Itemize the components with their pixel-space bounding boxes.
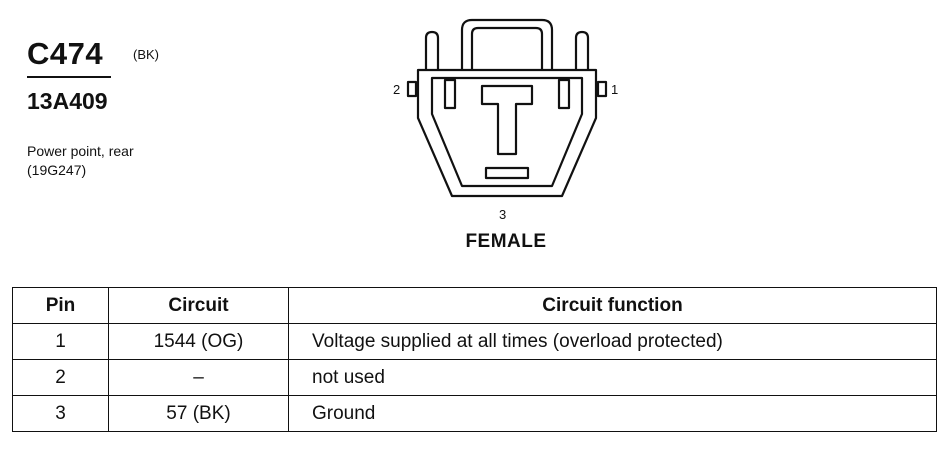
pin-cell: 3 [12,395,109,432]
pin-2-stub [406,80,418,98]
pin-label-3: 3 [499,207,507,222]
circuit-cell: – [108,359,289,396]
connector-center-key [480,84,534,156]
part-number: 13A409 [27,88,108,114]
pin-cell: 1 [12,323,109,360]
connector-color: (BK) [133,47,159,62]
column-header-circuit: Circuit [108,287,289,324]
connector-left-rail [424,30,440,70]
connector-id-underline [27,76,111,78]
table-row: 1 1544 (OG) Voltage supplied at all time… [12,323,937,360]
circuit-function-cell: Ground [288,395,937,432]
circuit-cell: 1544 (OG) [108,323,289,360]
circuit-cell: 57 (BK) [108,395,289,432]
pin-1-terminal [557,78,571,110]
connector-right-rail [574,30,590,70]
column-header-circuit-function: Circuit function [288,287,937,324]
connector-id: C474 [27,36,104,71]
connector-inner-housing [430,76,584,188]
pinout-table: Pin Circuit Circuit function 1 1544 (OG)… [12,287,937,432]
pin-3-terminal [484,166,530,180]
pin-label-1: 1 [611,82,619,97]
circuit-function-cell: not used [288,359,937,396]
table-row: 3 57 (BK) Ground [12,395,937,432]
connector-latch-inner [470,26,544,70]
connector-face-diagram: 2 1 3 FEMALE [380,8,640,258]
pin-cell: 2 [12,359,109,396]
circuit-function-cell: Voltage supplied at all times (overload … [288,323,937,360]
connector-face-drawing [406,18,608,198]
pin-2-terminal [443,78,457,110]
connector-latch [460,18,554,70]
connector-outer-housing [416,68,598,198]
pin-1-stub [596,80,608,98]
connector-gender-label: FEMALE [465,231,547,252]
connector-description-line-2: (19G247) [27,162,87,178]
connector-description-line-1: Power point, rear [27,143,134,159]
table-row: 2 – not used [12,359,937,396]
column-header-pin: Pin [12,287,109,324]
table-header-row: Pin Circuit Circuit function [12,287,937,324]
pin-label-2: 2 [393,82,401,97]
